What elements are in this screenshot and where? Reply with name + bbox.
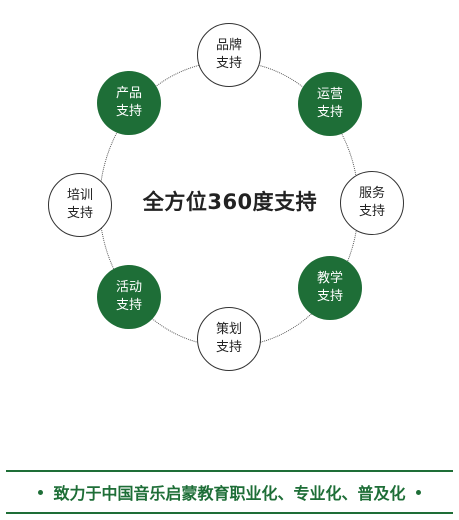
node-label-line1: 教学: [316, 271, 343, 286]
node-brand-support: 品牌 支持: [197, 23, 261, 87]
bullet-dot-icon: [415, 490, 421, 495]
node-label-line2: 支持: [316, 289, 343, 304]
node-label-line1: 产品: [115, 86, 142, 101]
node-training-support: 培训 支持: [48, 173, 112, 237]
node-label-line1: 品牌: [215, 38, 242, 53]
node-label-line1: 培训: [66, 188, 93, 203]
node-activity-support: 活动 支持: [97, 265, 161, 329]
node-planning-support: 策划 支持: [197, 307, 261, 371]
footer-slogan-bar: 致力于中国音乐启蒙教育职业化、专业化、普及化: [0, 480, 459, 504]
footer-divider-bottom: [6, 512, 453, 514]
node-teaching-support: 教学 支持: [298, 256, 362, 320]
node-label-line2: 支持: [115, 104, 142, 119]
node-label-line1: 服务: [358, 186, 385, 201]
support-diagram: 全方位360度支持 品牌 支持 产品 支持 运营 支持 培训 支持 服务 支持 …: [48, 23, 404, 371]
node-label-line2: 支持: [215, 340, 242, 355]
node-operation-support: 运营 支持: [298, 72, 362, 136]
node-label-line2: 支持: [358, 204, 385, 219]
node-label-line1: 策划: [215, 322, 242, 337]
footer-slogan: 致力于中国音乐启蒙教育职业化、专业化、普及化: [53, 484, 406, 503]
node-label-line2: 支持: [115, 298, 142, 313]
node-label-line2: 支持: [215, 56, 242, 71]
node-service-support: 服务 支持: [340, 171, 404, 235]
node-label-line2: 支持: [316, 105, 343, 120]
footer-divider-top: [6, 470, 453, 472]
node-product-support: 产品 支持: [97, 71, 161, 135]
bullet-dot-icon: [38, 490, 44, 495]
node-label-line1: 运营: [316, 87, 343, 102]
node-label-line2: 支持: [66, 206, 93, 221]
node-label-line1: 活动: [115, 280, 142, 295]
center-title: 全方位360度支持: [142, 190, 318, 214]
